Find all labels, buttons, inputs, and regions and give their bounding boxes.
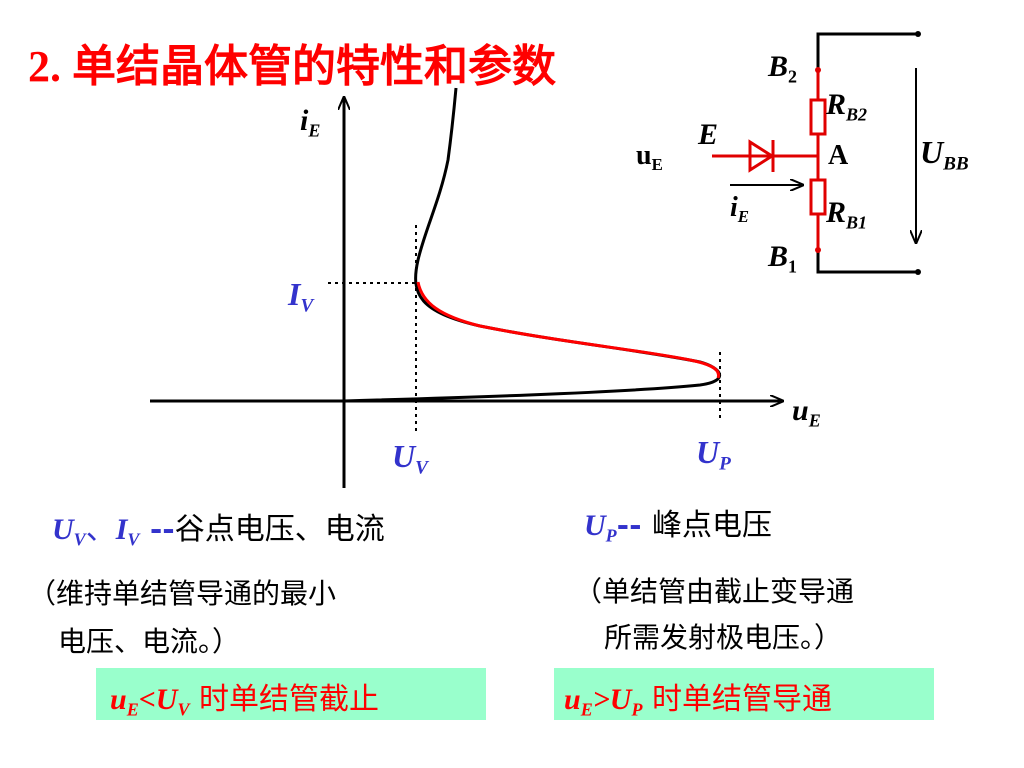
valley-note-line1: （维持单结管导通的最小 bbox=[28, 577, 337, 610]
b1-label: B1 bbox=[768, 240, 798, 277]
cutoff-condition-text: uE<UV 时单结管截止 bbox=[110, 682, 380, 720]
cutoff-condition-box: uE<UV 时单结管截止 bbox=[96, 668, 486, 720]
peak-note-line1: （单结管由截止变导通 bbox=[574, 575, 855, 608]
u-axis-label: uE bbox=[792, 394, 821, 431]
supply-wire-top bbox=[816, 32, 918, 70]
conduction-condition-text: uE>UP 时单结管导通 bbox=[564, 682, 833, 720]
ie-label: iE bbox=[730, 192, 749, 226]
emitter-label: E bbox=[698, 118, 719, 151]
conduction-condition-box: uE>UP 时单结管导通 bbox=[554, 668, 934, 720]
peak-definition: UP-- 峰点电压 bbox=[584, 508, 773, 546]
rb2-resistor bbox=[809, 98, 827, 136]
supply-wire-bottom bbox=[816, 250, 918, 274]
valley-note-line2: 电压、电流。） bbox=[58, 625, 241, 658]
rb1-resistor bbox=[809, 178, 827, 216]
node-a-label: A bbox=[828, 140, 849, 171]
terminal-top bbox=[915, 31, 921, 37]
b2-label: B2 bbox=[768, 50, 798, 87]
rb2-label: RB2 bbox=[826, 88, 868, 125]
up-label: UP bbox=[696, 434, 731, 475]
uv-label: UV bbox=[392, 438, 428, 479]
valley-definition: UV、IV --谷点电压、电流 bbox=[52, 512, 385, 550]
ue-label: uE bbox=[636, 140, 663, 174]
b1-node bbox=[815, 247, 821, 253]
rb1-label: RB1 bbox=[826, 196, 868, 233]
i-axis-label: iE bbox=[300, 104, 321, 141]
negative-resistance-segment bbox=[416, 281, 721, 379]
terminal-bottom bbox=[915, 269, 921, 275]
diode-symbol bbox=[748, 139, 775, 173]
ubb-label: UBB bbox=[920, 134, 969, 175]
b2-node bbox=[815, 67, 821, 73]
iv-label: IV bbox=[288, 276, 314, 317]
peak-note-line2: 所需发射极电压。） bbox=[604, 621, 843, 654]
page-title: 2. 单结晶体管的特性和参数 bbox=[28, 42, 556, 91]
